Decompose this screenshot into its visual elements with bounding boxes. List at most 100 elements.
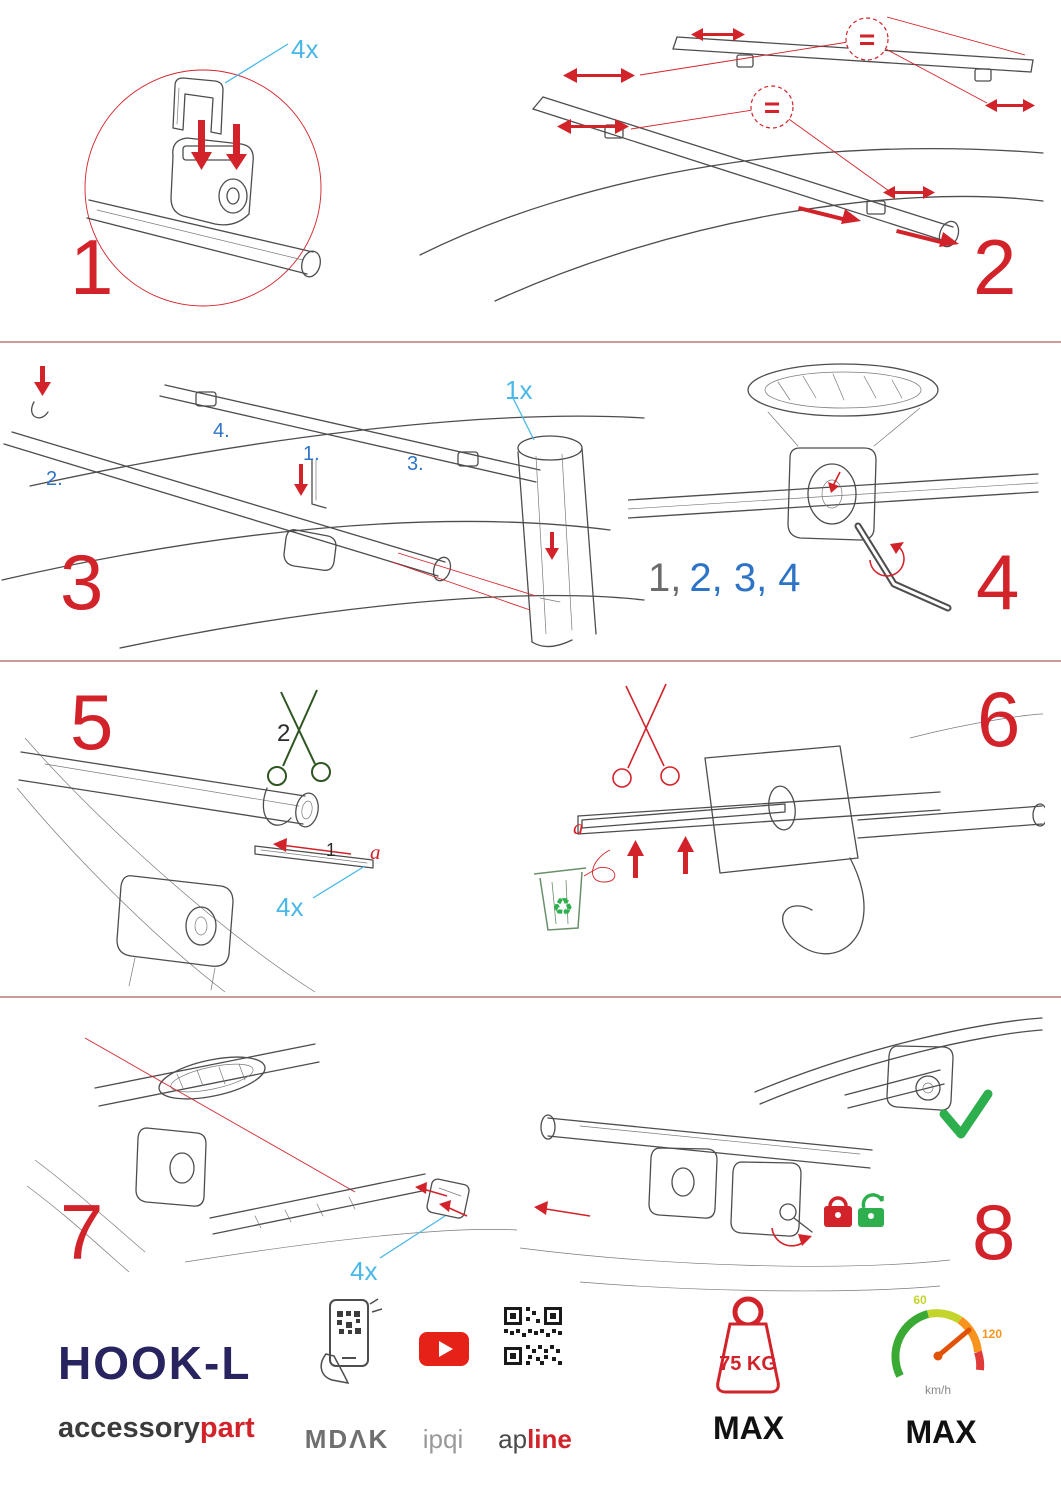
speed-60-label: 60: [913, 1293, 927, 1307]
step6-point-a-label: a: [573, 815, 584, 839]
measure-arrow-b: [557, 119, 629, 134]
speed-max-label: MAX: [905, 1414, 977, 1450]
hook-bracket: [704, 745, 865, 955]
crossbar-drawing: [577, 791, 941, 835]
step3-sub1-label: 1.: [303, 443, 320, 465]
padlock-open-icon: [858, 1193, 884, 1227]
lower-crossbar: [3, 431, 452, 582]
rail-top-view: [754, 1017, 1043, 1111]
allen-key-mini-icon: [311, 459, 327, 509]
roof-edge-lines: [16, 737, 316, 993]
sequence-gray: 1,: [648, 556, 682, 600]
step-1-illustration: [84, 43, 322, 307]
step-7-illustration: [26, 1037, 518, 1273]
section-divider: [0, 996, 1061, 998]
logo-apline: apline: [480, 1424, 590, 1455]
measure-arrow-bottom: [883, 186, 935, 199]
apline-text-gray: ap: [498, 1424, 528, 1454]
clamp-body: [787, 447, 877, 541]
step7-qty-label: 4x: [350, 1256, 378, 1286]
clamp-with-key: [730, 1161, 813, 1237]
logo-ipqi: ipqi: [422, 1424, 464, 1454]
step4-sequence: 1,2, 3, 4: [648, 556, 801, 601]
cutaway-strip-arrow: [545, 532, 559, 560]
bar-underside-view: [747, 363, 939, 447]
rubber-strip: [581, 803, 786, 829]
bar-opening-view: [94, 1043, 320, 1107]
step3-sub3-label: 3.: [407, 453, 424, 475]
measure-arrow-a: [563, 68, 635, 83]
brand-text-red: part: [199, 1412, 255, 1444]
clamp-body: [170, 137, 254, 226]
weight-limit-icon: 75 KG: [716, 1296, 780, 1394]
clamp-body: [116, 875, 234, 991]
equal-mark: =: [750, 85, 794, 129]
step-6-illustration: [533, 683, 1045, 955]
step5-point-a-label: a: [370, 840, 381, 864]
step-7-number: 7: [60, 1188, 103, 1276]
key-insert-arrow: [294, 464, 308, 496]
slide-arrow-right: [896, 229, 959, 247]
measurement-leaders: [630, 16, 1026, 192]
roof-rails: [419, 147, 1044, 302]
speedometer-icon: 60 120 km/h: [891, 1293, 1002, 1397]
step-3-illustration: [1, 366, 645, 649]
strip-leader-lines: [391, 552, 537, 611]
sequence-blue: 2, 3, 4: [689, 556, 801, 600]
step5-insert-label: 1: [326, 840, 337, 860]
speed-unit-label: km/h: [925, 1383, 951, 1397]
qty-leader-line: [511, 395, 535, 441]
svg-text:=: =: [859, 24, 875, 55]
step5-qty-label: 4x: [276, 892, 304, 922]
youtube-icon: [419, 1332, 469, 1366]
rotate-arrow: [771, 1227, 812, 1247]
aero-bar-drawing: [540, 1114, 873, 1169]
step-6-number: 6: [977, 675, 1020, 763]
brand-text-black: accessory: [58, 1412, 200, 1444]
trash-bin-icon: [533, 867, 587, 931]
insert-strip-arrow: [273, 838, 352, 855]
brand-logo: accessorypart: [58, 1412, 255, 1445]
roof-rail-lines: [520, 1247, 951, 1292]
crossbar-drawing: [628, 473, 1039, 519]
step3-qty-label: 1x: [505, 375, 533, 405]
step-8-number: 8: [972, 1188, 1015, 1276]
step-1-number: 1: [70, 223, 113, 311]
cut-strip-curl: [262, 787, 292, 826]
roof-rail-line: [909, 713, 1044, 739]
scissors-icon: [267, 689, 331, 786]
scissors-icon: [612, 683, 680, 788]
speed-120-label: 120: [982, 1327, 1002, 1341]
slide-back-arrow: [534, 1201, 591, 1217]
weight-value: 75 KG: [719, 1353, 777, 1375]
equal-mark: =: [845, 17, 889, 61]
qty-leader-line: [379, 1215, 446, 1259]
hook-bracket: [172, 77, 224, 135]
roof-rail-lines: [26, 1159, 146, 1273]
step-3-number: 3: [60, 538, 103, 626]
section-divider: [0, 660, 1061, 662]
step3-sub2-label: 2.: [46, 468, 63, 490]
alignment-line: [84, 1037, 356, 1193]
recycle-icon: ♻: [552, 894, 574, 921]
apline-text-red: line: [527, 1424, 572, 1454]
checkmark-icon: [939, 1089, 993, 1139]
crossbar-drawing: [86, 199, 321, 278]
step-2-number: 2: [973, 223, 1016, 311]
step-4-number: 4: [976, 538, 1019, 626]
roof-outline: [1, 415, 645, 649]
clamp-body: [135, 1127, 207, 1207]
measure-arrow-right: [985, 99, 1035, 112]
allen-key-icon: [854, 522, 952, 612]
push-up-arrows: [627, 836, 694, 878]
measure-arrow-top: [691, 28, 745, 41]
logo-mdak: MDΛK: [304, 1424, 390, 1454]
step-5-number: 5: [70, 678, 113, 766]
slide-arrow-left: [798, 205, 861, 224]
bar-end-cap-view: [209, 1173, 470, 1235]
qty-leader-line: [312, 865, 366, 899]
product-name: HOOK-L: [58, 1337, 252, 1389]
crossbar-end: [857, 803, 1045, 839]
hook-step-arrow: [31, 366, 51, 419]
qr-code: [504, 1307, 562, 1365]
